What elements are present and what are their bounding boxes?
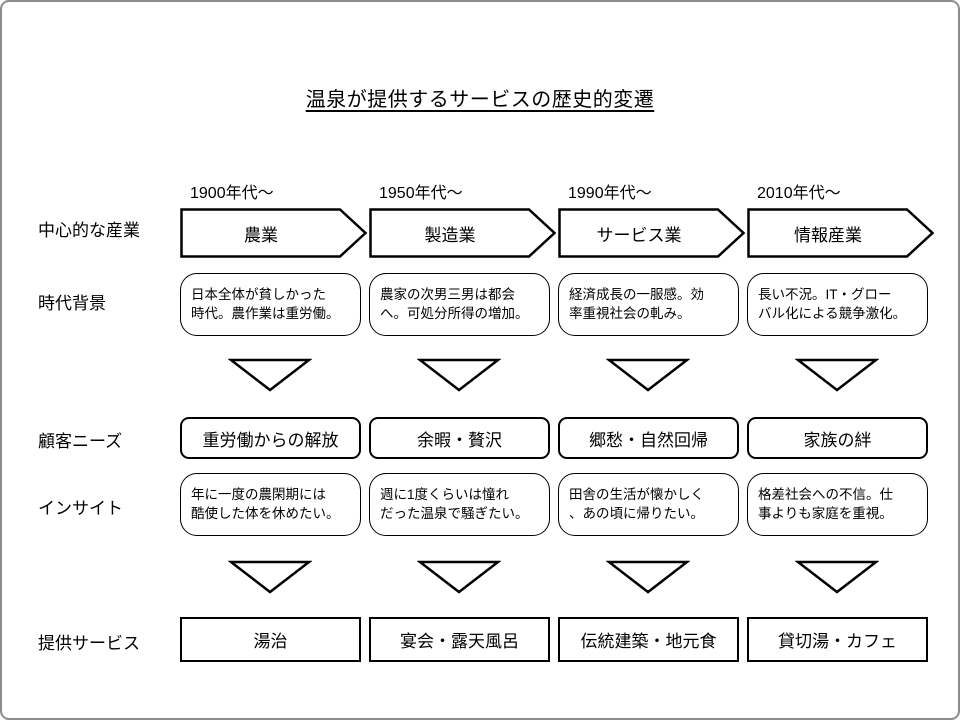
row-label-background: 時代背景 <box>38 294 106 313</box>
industry-arrow-shape: サービス業 <box>558 208 746 258</box>
industry-arrow-shape: 情報産業 <box>747 208 935 258</box>
insight-box: 年に一度の農閑期には 酷使した体を休めたい。 <box>180 473 361 536</box>
insight-text: 田舎の生活が懐かしく 、あの頃に帰りたい。 <box>569 486 704 521</box>
insight-text: 格差社会への不信。仕 事よりも家庭を重視。 <box>758 486 893 521</box>
row-label-service: 提供サービス <box>38 634 140 653</box>
insight-text: 年に一度の農閑期には 酷使した体を休めたい。 <box>191 486 340 521</box>
down-arrow-icon <box>794 559 880 595</box>
down-arrow-icon <box>227 357 313 393</box>
down-arrow-icon <box>416 559 502 595</box>
background-box: 農家の次男三男は都会 へ。可処分所得の増加。 <box>369 273 550 336</box>
era-label: 1900年代〜 <box>190 185 274 202</box>
row-label-industry: 中心的な産業 <box>38 221 140 240</box>
need-box: 家族の絆 <box>747 417 928 459</box>
row-label-needs: 顧客ニーズ <box>38 432 123 451</box>
era-label: 1950年代〜 <box>379 185 463 202</box>
timeline-column-1950s: 1950年代〜 製造業 農家の次男三男は都会 へ。可処分所得の増加。 余暇・贅沢… <box>369 2 557 718</box>
timeline-column-1990s: 1990年代〜 サービス業 経済成長の一服感。効 率重視社会の軋み。 郷愁・自然… <box>558 2 746 718</box>
industry-label: 製造業 <box>424 225 476 245</box>
down-arrow-icon <box>227 559 313 595</box>
industry-arrow-shape: 製造業 <box>369 208 557 258</box>
insight-box: 週に1度くらいは憧れ だった温泉で騒ぎたい。 <box>369 473 550 536</box>
need-box: 余暇・贅沢 <box>369 417 550 459</box>
row-label-insight: インサイト <box>38 499 123 518</box>
timeline-column-1900s: 1900年代〜 農業 日本全体が貧しかった 時代。農作業は重労働。 重労働からの… <box>180 2 368 718</box>
down-arrow-icon <box>794 357 880 393</box>
background-text: 長い不況。IT・グロー バル化による競争激化。 <box>758 286 907 321</box>
page-title: 温泉が提供するサービスの歴史的変遷 <box>305 89 655 111</box>
background-box: 日本全体が貧しかった 時代。農作業は重労働。 <box>180 273 361 336</box>
background-text: 農家の次男三男は都会 へ。可処分所得の増加。 <box>380 286 529 321</box>
need-box: 郷愁・自然回帰 <box>558 417 739 459</box>
background-box: 経済成長の一服感。効 率重視社会の軋み。 <box>558 273 739 336</box>
right-arrow-icon <box>369 208 557 258</box>
background-text: 経済成長の一服感。効 率重視社会の軋み。 <box>569 286 704 321</box>
industry-label: 農業 <box>244 225 278 245</box>
down-arrow-icon <box>605 357 691 393</box>
timeline-column-2010s: 2010年代〜 情報産業 長い不況。IT・グロー バル化による競争激化。 家族の… <box>747 2 935 718</box>
right-arrow-icon <box>180 208 368 258</box>
insight-box: 田舎の生活が懐かしく 、あの頃に帰りたい。 <box>558 473 739 536</box>
need-box: 重労働からの解放 <box>180 417 361 459</box>
service-box: 宴会・露天風呂 <box>369 617 550 662</box>
service-box: 伝統建築・地元食 <box>558 617 739 662</box>
era-label: 2010年代〜 <box>757 185 841 202</box>
right-arrow-icon <box>747 208 935 258</box>
industry-label: サービス業 <box>596 225 682 245</box>
insight-text: 週に1度くらいは憧れ だった温泉で騒ぎたい。 <box>380 486 529 521</box>
industry-arrow-shape: 農業 <box>180 208 368 258</box>
down-arrow-icon <box>416 357 502 393</box>
insight-box: 格差社会への不信。仕 事よりも家庭を重視。 <box>747 473 928 536</box>
down-arrow-icon <box>605 559 691 595</box>
era-label: 1990年代〜 <box>568 185 652 202</box>
industry-label: 情報産業 <box>794 225 862 245</box>
right-arrow-icon <box>558 208 746 258</box>
service-box: 貸切湯・カフェ <box>747 617 928 662</box>
service-box: 湯治 <box>180 617 361 662</box>
background-box: 長い不況。IT・グロー バル化による競争激化。 <box>747 273 928 336</box>
background-text: 日本全体が貧しかった 時代。農作業は重労働。 <box>191 286 340 321</box>
